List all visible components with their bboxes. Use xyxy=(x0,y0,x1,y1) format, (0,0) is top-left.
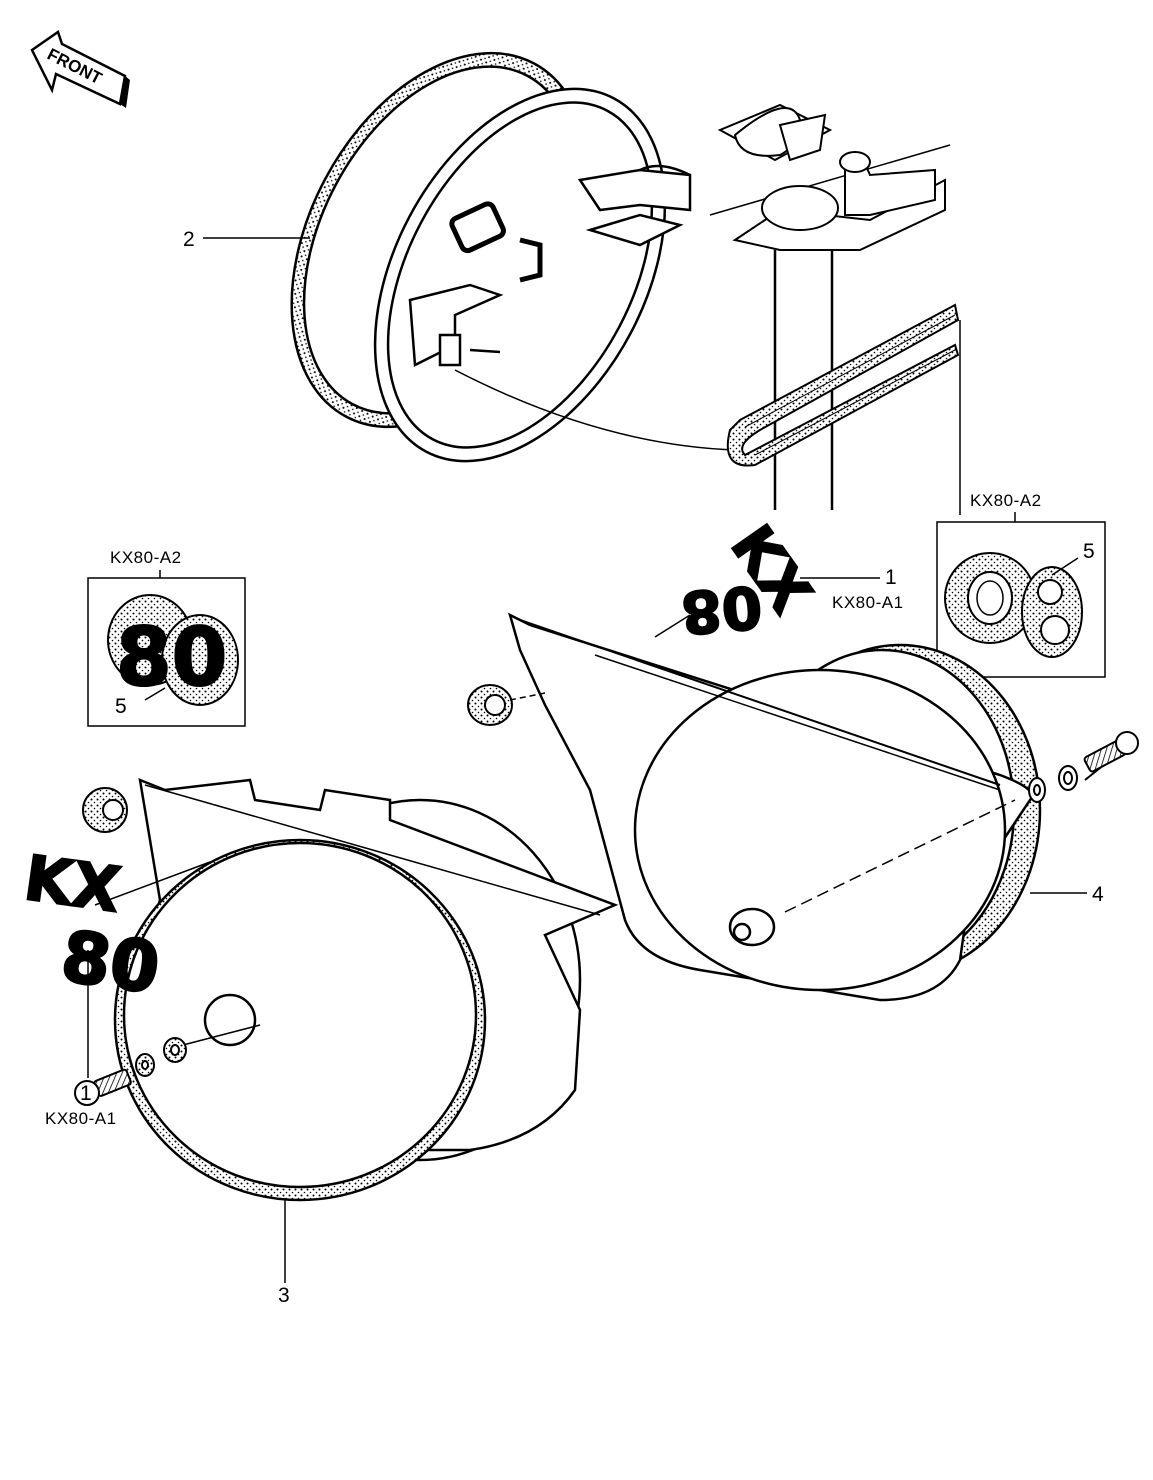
callout-1-left-number: 1 xyxy=(80,1082,92,1105)
left-cover-hardware xyxy=(74,787,187,1106)
inset-right-title: KX80-A2 xyxy=(970,491,1042,510)
right-cover-hardware xyxy=(467,684,1139,803)
callout-labels: 2 1 KX80-A1 1 KX80-A1 3 4 5 5 xyxy=(45,228,1104,1307)
emblem-80-text: 80 xyxy=(116,611,227,704)
emblem-kx-left-part-1: KX 80 xyxy=(19,840,166,1011)
air-box-cover-part-2 xyxy=(290,51,736,463)
emblem-right-number: 08 xyxy=(678,572,764,647)
callout-1-right-number: 1 xyxy=(885,566,897,589)
emblem-left-brand: KX xyxy=(20,841,125,927)
callout-4-number: 4 xyxy=(1092,883,1104,906)
callout-1-right-model: KX80-A1 xyxy=(832,593,904,612)
emblem-80-graphic: 80 xyxy=(107,594,239,706)
callout-3-number: 3 xyxy=(278,1284,290,1307)
callout-5-right-number: 5 xyxy=(1083,540,1095,563)
leader-lines xyxy=(87,237,1087,1283)
front-arrow-icon: FRONT xyxy=(30,30,130,108)
inset-left-kx80-a2: KX80-A2 80 xyxy=(87,548,246,727)
emblem-left-number: 80 xyxy=(57,915,165,1010)
inset-left-title: KX80-A2 xyxy=(110,548,182,567)
callout-1-left-model: KX80-A1 xyxy=(45,1109,117,1128)
callout-5-left-number: 5 xyxy=(115,695,127,718)
left-side-cover-part-3 xyxy=(113,778,619,1202)
callout-2-number: 2 xyxy=(183,228,195,251)
frame-section xyxy=(709,103,961,515)
inset-right-kx80-a2: KX80-A2 xyxy=(936,491,1106,678)
right-side-cover-part-4 xyxy=(508,612,1042,1002)
emblem-kx-right-part-1: KX 08 xyxy=(677,512,825,648)
emblem-08-graphic xyxy=(944,552,1083,658)
